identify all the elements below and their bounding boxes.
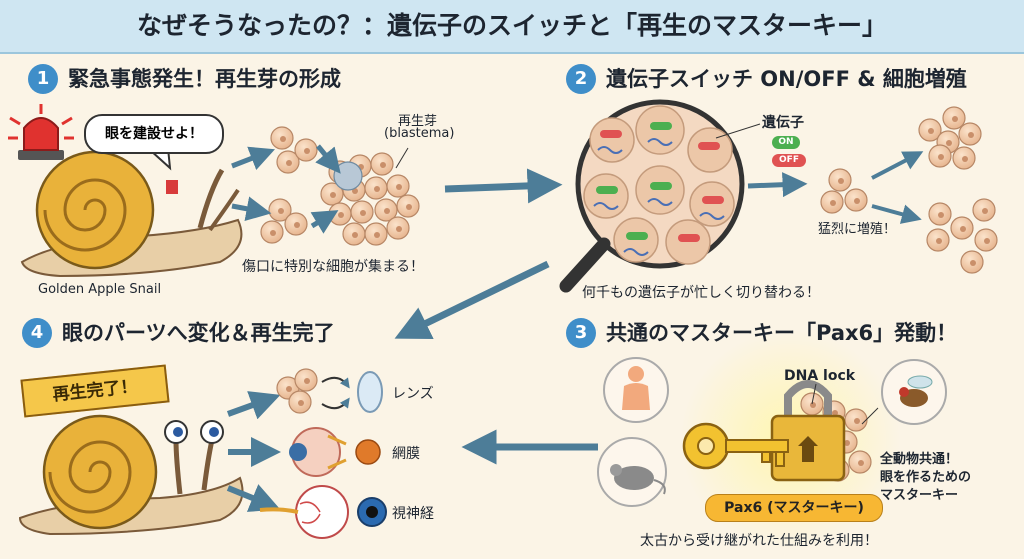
snail-icon xyxy=(20,150,243,278)
blastema-label: 再生芽 xyxy=(398,114,438,129)
step-3-badge: 3 xyxy=(566,318,596,348)
step-2-title: 遺伝子スイッチ ON/OFF & 細胞増殖 xyxy=(606,67,967,91)
common-line-3: マスターキー xyxy=(880,488,959,503)
eye-section-icon xyxy=(289,427,347,477)
step-4-header: 4 眼のパーツへ変化＆再生完了 xyxy=(22,318,402,352)
step-1-header: 1 緊急事態発生！再生芽の形成 xyxy=(28,64,408,98)
step-2-header: 2 遺伝子スイッチ ON/OFF & 細胞増殖 xyxy=(566,64,1006,98)
snail-name: Golden Apple Snail xyxy=(38,282,162,297)
step-4-badge: 4 xyxy=(22,318,52,348)
step-3-header: 3 共通のマスターキー「Pax6」発動！ xyxy=(566,318,1006,352)
gene-label: 遺伝子 xyxy=(762,115,804,131)
retina-icon xyxy=(355,439,381,465)
key-icon xyxy=(682,422,789,470)
lens-icon xyxy=(357,371,383,413)
siren-icon xyxy=(8,104,74,160)
title-bar xyxy=(0,0,1024,54)
step-3-title: 共通のマスターキー「Pax6」発動！ xyxy=(606,321,958,345)
speech-bubble: 眼を建設せよ！ xyxy=(84,114,224,154)
snail-regenerated-icon xyxy=(18,414,244,536)
step-4-title: 眼のパーツへ変化＆再生完了 xyxy=(62,321,335,345)
step-2-badge: 2 xyxy=(566,64,596,94)
human-icon xyxy=(603,357,669,423)
lens-label: レンズ xyxy=(392,386,434,402)
step-1-badge: 1 xyxy=(28,64,58,94)
proliferating-cells xyxy=(820,106,998,274)
fly-icon xyxy=(881,359,947,425)
step-1-title: 緊急事態発生！再生芽の形成 xyxy=(68,67,341,91)
gene-on-badge: ON xyxy=(772,136,800,149)
page-title: なぜそうなったの？：遺伝子のスイッチと「再生のマスターキー」 xyxy=(136,11,887,40)
panel1-caption: 傷口に特別な細胞が集まる！ xyxy=(242,259,424,275)
panel3-caption: 太古から受け継がれた仕組みを利用！ xyxy=(640,533,878,549)
blastema-sublabel: (blastema) xyxy=(384,126,455,141)
dna-lock-label: DNA lock xyxy=(784,368,856,384)
mouse-icon xyxy=(597,437,667,507)
lens-cells xyxy=(276,368,350,414)
proliferation-label: 猛烈に増殖！ xyxy=(818,222,897,237)
magnifier-icon xyxy=(559,99,745,293)
panel2-caption: 何千もの遺伝子が忙しく切り替わる！ xyxy=(582,285,820,301)
retina-label: 網膜 xyxy=(392,446,420,462)
common-line-1: 全動物共通！ xyxy=(880,452,959,467)
eyeball-icon xyxy=(259,485,349,539)
gene-off-badge: OFF xyxy=(772,154,806,167)
pax6-label: Pax6 (マスターキー) xyxy=(705,494,883,522)
optic-nerve-label: 視神経 xyxy=(392,506,434,522)
common-line-2: 眼を作るための xyxy=(880,470,972,485)
iris-icon xyxy=(357,497,387,527)
cell-cluster xyxy=(260,126,420,246)
